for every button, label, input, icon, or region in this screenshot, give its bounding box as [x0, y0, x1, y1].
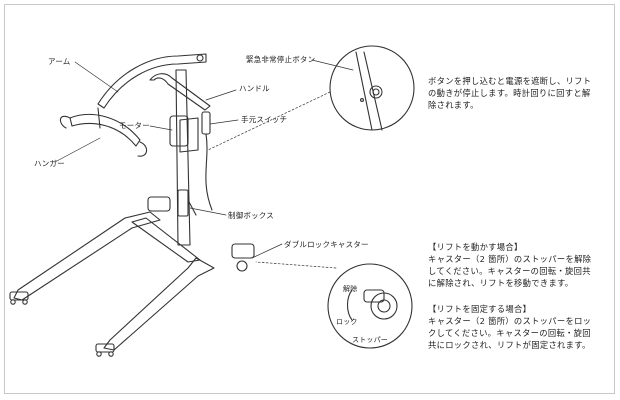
boom-arm: [97, 53, 207, 109]
rear-caster-right: [231, 243, 255, 259]
label-emergency-stop: 緊急非常停止ボタン: [246, 55, 316, 64]
label-hand-switch: 手元スイッチ: [241, 115, 288, 124]
label-stopper: ストッパー: [352, 336, 388, 344]
handle-bar: [149, 73, 211, 111]
hanger-bar: [69, 113, 141, 147]
caster-right-front: [95, 343, 115, 353]
leader-control-box: [189, 207, 227, 216]
move-note-title: 【リフトを動かす場合】: [428, 242, 523, 252]
mast: [175, 69, 191, 246]
hand-switch-body: [201, 111, 211, 135]
label-control-box: 制御ボックス: [228, 211, 274, 220]
fix-note-title: 【リフトを固定する場合】: [428, 304, 532, 314]
move-note-body: キャスター（2 箇所）のストッパーを解除 してください。キャスターの回転・旋回共…: [428, 254, 592, 288]
leader-hanger: [54, 137, 101, 163]
emergency-note: ボタンを押し込むと電源を遮断し、リフト の動きが停止します。時計回りに回すと解 …: [428, 76, 592, 110]
leader-arm: [74, 61, 119, 93]
label-hanger: ハンガー: [34, 159, 65, 168]
leader-handle: [205, 89, 237, 101]
caster-detail-circle: [327, 263, 413, 349]
label-arm: アーム: [48, 57, 71, 66]
label-motor: モーター: [119, 121, 150, 130]
left-base-leg: [13, 211, 161, 301]
fix-note-body: キャスター（2 箇所）のストッパーをロッ クしてください。キャスターの回転・旋回…: [428, 316, 592, 350]
leader-emergency: [311, 59, 354, 71]
diagram-frame: [4, 4, 615, 394]
base-crossbar: [131, 217, 201, 263]
label-handle: ハンドル: [239, 84, 270, 93]
rear-caster-left: [147, 196, 171, 212]
right-base-leg: [103, 257, 215, 351]
leader-double-lock: [251, 243, 283, 259]
motor-body: [169, 115, 189, 147]
caster-left-front: [9, 291, 29, 301]
label-double-lock-caster: ダブルロックキャスター: [284, 240, 369, 249]
label-lock: ロック: [336, 318, 358, 326]
leader-motor: [149, 125, 173, 131]
emergency-button: [369, 85, 383, 99]
control-box-body: [177, 189, 189, 217]
label-release: 解除: [343, 285, 358, 293]
leader-hand-switch: [209, 119, 239, 125]
